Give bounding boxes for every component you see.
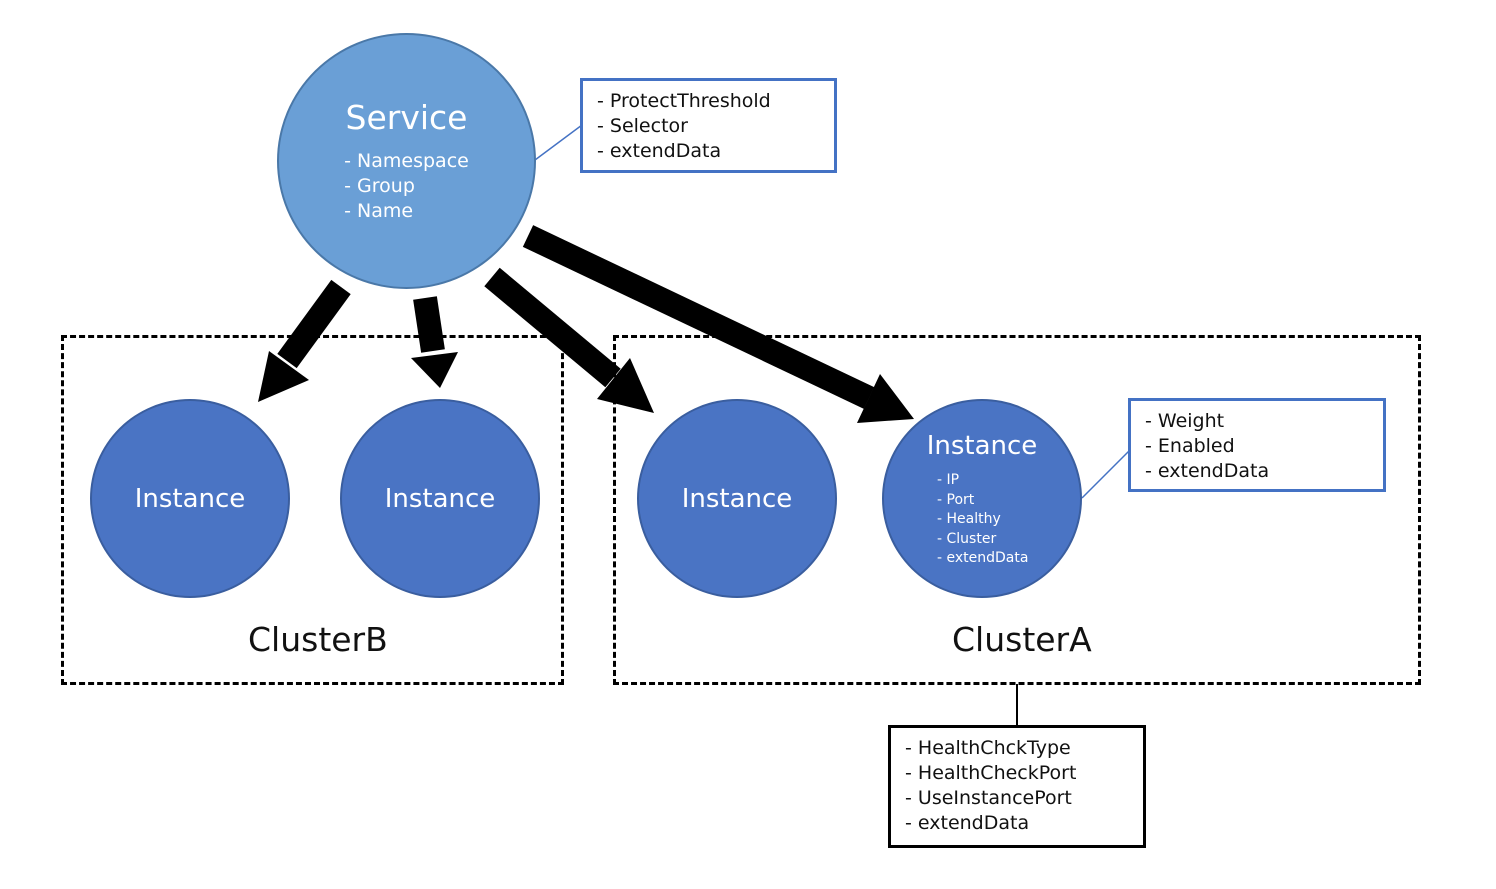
cluster-a-label: ClusterA [952, 620, 1092, 659]
arrow-service-to-clusterb-instance-1 [258, 279, 351, 402]
service-node: Service Namespace Group Name [277, 33, 536, 289]
instance-title: Instance [926, 431, 1038, 461]
instance-box-connector [1081, 449, 1131, 499]
service-attribute: Group [344, 174, 469, 199]
service-extra-attribute: extendData [597, 139, 820, 164]
instance-title: Instance [384, 483, 496, 514]
instance-attribute: Port [937, 491, 1028, 511]
cluster-a [613, 335, 1421, 685]
cluster-b [61, 335, 564, 685]
instance-extra-box: Weight Enabled extendData [1128, 398, 1386, 492]
service-attribute: Name [344, 199, 469, 224]
instance-attribute: IP [937, 471, 1028, 491]
service-box-connector [534, 124, 583, 161]
instance-attribute: Cluster [937, 530, 1028, 550]
instance-extra-attribute: Weight [1145, 409, 1369, 434]
cluster-extra-attribute: HealthCheckPort [905, 761, 1129, 786]
service-extra-attribute: Selector [597, 114, 820, 139]
arrow-service-to-clusterb-instance-2 [411, 296, 458, 388]
clusterb-instance-1: Instance [90, 399, 290, 598]
service-attribute-list: Namespace Group Name [344, 149, 469, 224]
service-extra-box: ProtectThreshold Selector extendData [580, 78, 837, 173]
service-extra-attribute: ProtectThreshold [597, 89, 820, 114]
cluster-extra-list: HealthChckType HealthCheckPort UseInstan… [905, 736, 1129, 836]
cluster-b-label: ClusterB [248, 620, 388, 659]
arrow-service-to-clustera-instance-2 [522, 225, 914, 423]
arrow-service-to-clustera-instance-1 [484, 267, 654, 413]
instance-title: Instance [681, 483, 793, 514]
instance-extra-attribute: Enabled [1145, 434, 1369, 459]
clustera-instance-detailed: Instance IP Port Healthy Cluster extendD… [882, 399, 1082, 598]
service-attribute: Namespace [344, 149, 469, 174]
service-extra-list: ProtectThreshold Selector extendData [597, 89, 820, 164]
cluster-extra-attribute: UseInstancePort [905, 786, 1129, 811]
instance-title: Instance [134, 483, 246, 514]
instance-extra-attribute: extendData [1145, 459, 1369, 484]
instance-attribute: Healthy [937, 510, 1028, 530]
instance-attribute: extendData [937, 549, 1029, 569]
cluster-extra-attribute: HealthChckType [905, 736, 1129, 761]
clusterb-instance-2: Instance [340, 399, 540, 598]
cluster-extra-box: HealthChckType HealthCheckPort UseInstan… [888, 725, 1146, 848]
instance-extra-list: Weight Enabled extendData [1145, 409, 1369, 484]
service-title: Service [345, 98, 468, 137]
instance-attribute-list: IP Port Healthy Cluster extendData [937, 471, 1029, 569]
clustera-instance-1: Instance [637, 399, 837, 598]
cluster-extra-attribute: extendData [905, 811, 1129, 836]
